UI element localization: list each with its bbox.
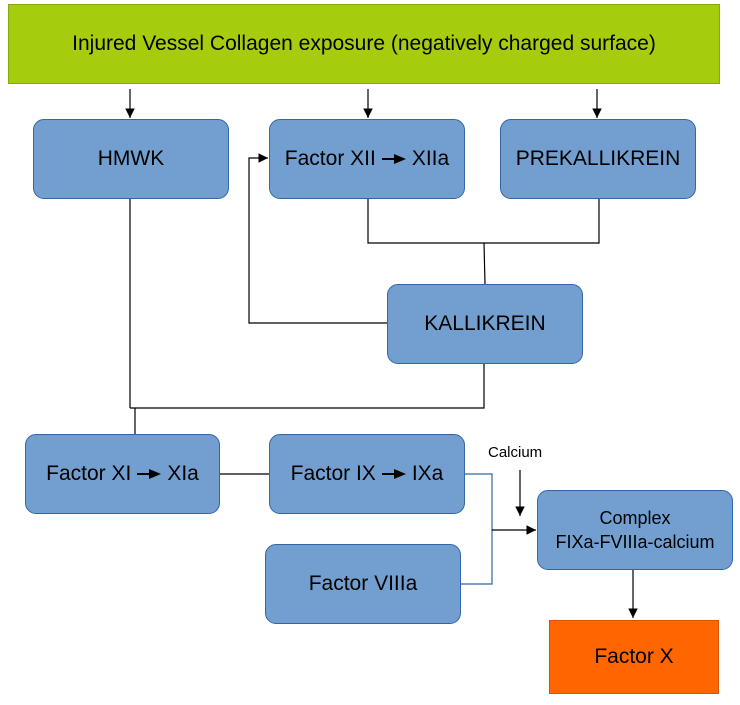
calcium-label: Calcium [488, 444, 543, 461]
factor-xii-label: Factor XII [284, 147, 376, 170]
line-kallikrein-down [130, 364, 485, 409]
complex-title: Complex [599, 508, 671, 528]
complex-subtitle: FIXa-FVIIIa-calcium [555, 532, 715, 552]
factor-viiia-label: Factor VIIIa [308, 572, 418, 595]
activation-arrow-icon [381, 462, 406, 486]
arrow-kallikrein-feedback [248, 153, 388, 324]
kallikrein-label: KALLIKREIN [424, 312, 546, 335]
node-factor-x: Factor X [549, 620, 719, 694]
banner-text: Injured Vessel Collagen exposure (negati… [72, 32, 656, 55]
factor-x-label: Factor X [594, 645, 674, 668]
line-ix-to-complex [460, 473, 493, 585]
factor-xi-label: Factor XI [46, 462, 132, 485]
factor-xiia-label: XIIa [411, 147, 450, 170]
node-kallikrein: KALLIKREIN [387, 284, 583, 364]
factor-ix-label: Factor IX [290, 462, 376, 485]
line-xii-prekallikrein-join [367, 199, 600, 244]
node-prekallikrein: PREKALLIKREIN [500, 119, 696, 199]
hmwk-label: HMWK [97, 147, 165, 170]
node-factor-viiia: Factor VIIIa [265, 544, 461, 624]
node-factor-xi: Factor XI XIa [25, 434, 220, 514]
node-hmwk: HMWK [33, 119, 229, 199]
activation-arrow-icon [137, 462, 162, 486]
node-complex: Complex FIXa-FVIIIa-calcium [537, 490, 733, 570]
factor-xia-label: XIa [167, 462, 199, 485]
node-factor-ix: Factor IX IXa [269, 434, 465, 514]
activation-arrow-icon [381, 147, 406, 171]
prekallikrein-label: PREKALLIKREIN [515, 147, 681, 170]
factor-ixa-label: IXa [411, 462, 444, 485]
collagen-exposure-banner: Injured Vessel Collagen exposure (negati… [8, 4, 720, 84]
node-factor-xii: Factor XII XIIa [269, 119, 465, 199]
line-join-to-kallikrein [483, 242, 486, 285]
